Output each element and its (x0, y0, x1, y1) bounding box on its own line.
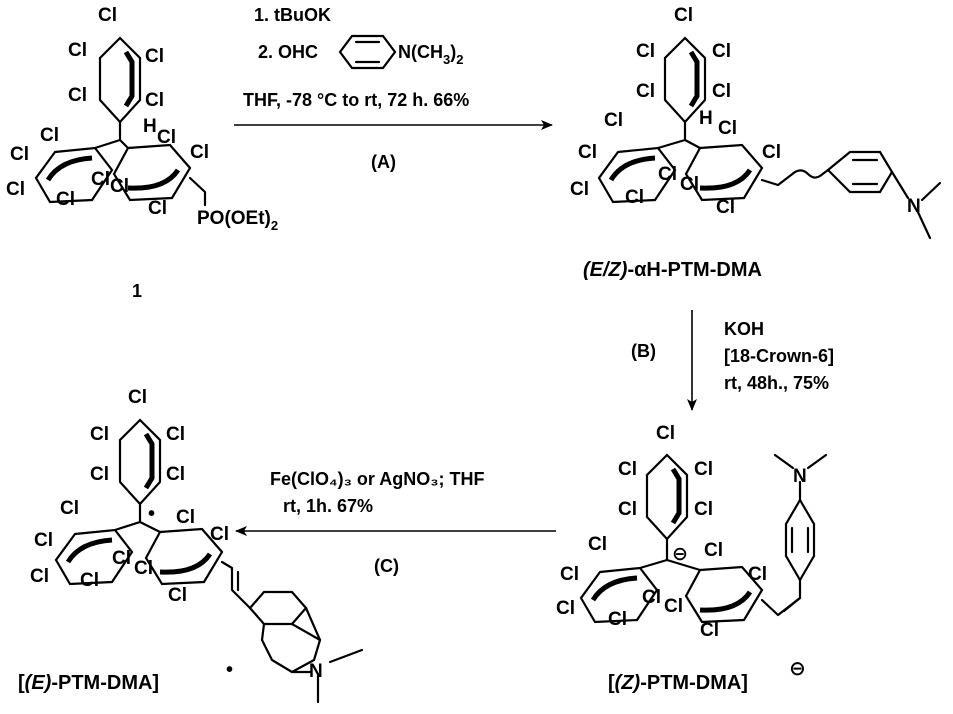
cl-label: Cl (110, 176, 129, 197)
h-label: H (699, 108, 713, 129)
cl-label: Cl (6, 179, 25, 200)
e-ptm-dma-radical-structure (54, 418, 364, 704)
cl-label: Cl (664, 596, 683, 617)
ah-ptm-dma-structure (597, 36, 942, 240)
cl-label: Cl (700, 620, 719, 641)
cl-label: Cl (588, 534, 607, 555)
cl-label: Cl (642, 587, 661, 608)
cl-label: Cl (190, 142, 209, 163)
cl-label: Cl (10, 144, 29, 165)
radical-dot: • (148, 503, 155, 525)
step-a-conditions: THF, -78 °C to rt, 72 h. 66% (243, 90, 469, 110)
cl-label: Cl (718, 118, 737, 139)
cl-label: Cl (148, 198, 167, 219)
compound-1-structure (34, 36, 207, 207)
compound-ah-ptm-dma-label: (E/Z)-αH-PTM-DMA (583, 259, 762, 281)
phosphonate-label: PO(OEt)2 (197, 208, 278, 233)
cl-label: Cl (694, 459, 713, 480)
cl-label: Cl (625, 187, 644, 208)
cl-label: Cl (618, 499, 637, 520)
compound-z-anion-label: [(Z)-PTM-DMA] (608, 672, 748, 694)
cl-label: Cl (34, 530, 53, 551)
step-b-catalyst: [18-Crown-6] (724, 346, 834, 366)
cl-label: Cl (145, 46, 164, 67)
cl-label: Cl (748, 564, 767, 585)
h-label: H (143, 116, 157, 137)
cl-label: Cl (716, 197, 735, 218)
cl-label: Cl (570, 179, 589, 200)
n-label: N (793, 466, 807, 487)
cl-label: Cl (604, 110, 623, 131)
step-c-reagents: Fe(ClO₄)₃ or AgNO₃; THF (270, 469, 485, 489)
compound-1-label: 1 (132, 281, 142, 301)
step-b-conditions: rt, 48h., 75% (724, 373, 829, 393)
cl-label: Cl (658, 164, 677, 185)
cl-label: Cl (30, 566, 49, 587)
cl-label: Cl (91, 169, 110, 190)
cl-label: Cl (90, 424, 109, 445)
cl-label: Cl (68, 40, 87, 61)
cl-label: Cl (90, 464, 109, 485)
cl-label: Cl (636, 41, 655, 62)
cl-label: Cl (694, 499, 713, 520)
step-c-conditions: rt, 1h. 67% (283, 496, 373, 516)
carbanion-charge: ⊖ (672, 544, 688, 565)
cl-label: Cl (60, 498, 79, 519)
cl-label: Cl (674, 5, 693, 26)
cl-label: Cl (80, 570, 99, 591)
cl-label: Cl (578, 142, 597, 163)
cl-label: Cl (656, 423, 675, 444)
cl-label: Cl (680, 174, 699, 195)
cl-label: Cl (40, 125, 59, 146)
z-ptm-dma-anion-structure (579, 453, 828, 624)
compound-e-radical-label: [(E)-PTM-DMA] (18, 672, 159, 694)
cl-label: Cl (56, 189, 75, 210)
anion-charge: ⊖ (789, 658, 806, 680)
step-b-tag: (B) (631, 341, 656, 361)
cl-label: Cl (166, 424, 185, 445)
n-label: N (309, 661, 323, 682)
cl-label: Cl (68, 85, 87, 106)
benzaldehyde-ring (338, 34, 397, 70)
cl-label: Cl (560, 564, 579, 585)
cl-label: Cl (210, 524, 229, 545)
cl-label: Cl (636, 81, 655, 102)
dimethylamino-group: N(CH3)2 (398, 42, 463, 67)
cl-label: Cl (608, 609, 627, 630)
cl-label: Cl (762, 142, 781, 163)
cl-label: Cl (112, 548, 131, 569)
step-a-reagent-2: 2. OHC (258, 42, 318, 62)
cl-label: Cl (157, 127, 176, 148)
cl-label: Cl (166, 464, 185, 485)
cl-label: Cl (704, 540, 723, 561)
cl-label: Cl (712, 81, 731, 102)
cl-label: Cl (128, 387, 147, 408)
radical-dot-label: • (226, 659, 233, 681)
cl-label: Cl (145, 90, 164, 111)
cl-label: Cl (556, 598, 575, 619)
cl-label: Cl (176, 507, 195, 528)
cl-label: Cl (168, 585, 187, 606)
cl-label: Cl (712, 41, 731, 62)
step-b-reagent: KOH (724, 319, 764, 339)
step-c-tag: (C) (374, 556, 399, 576)
step-a-reagent-1: 1. tBuOK (254, 5, 331, 25)
cl-label: Cl (134, 558, 153, 579)
step-a-tag: (A) (371, 152, 396, 172)
cl-label: Cl (618, 459, 637, 480)
n-label: N (907, 196, 921, 217)
cl-label: Cl (98, 5, 117, 26)
